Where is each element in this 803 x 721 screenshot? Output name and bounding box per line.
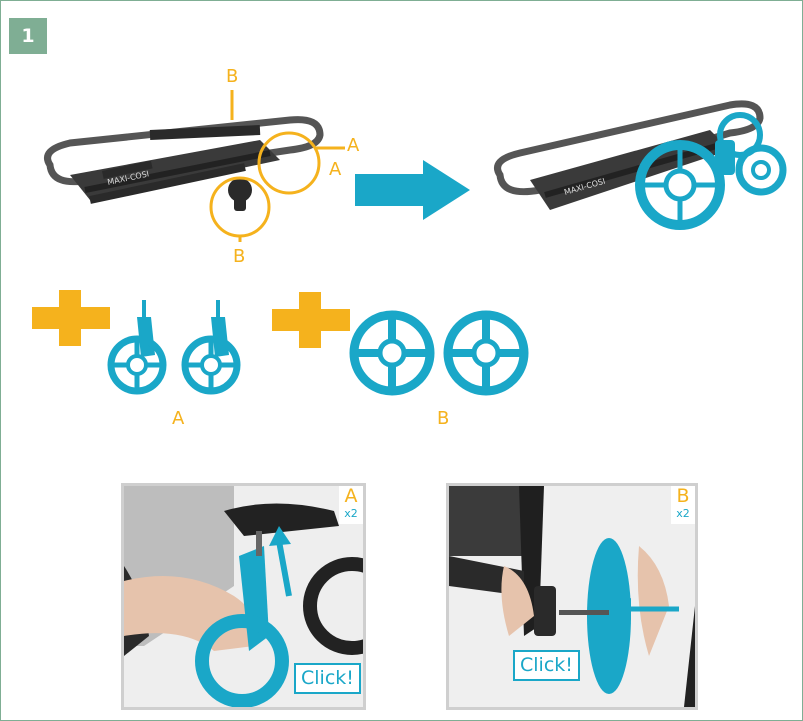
part-quantity: x2 [671, 507, 695, 520]
part-letter: B [671, 486, 695, 507]
rear-wheels-b-illustration [347, 310, 537, 396]
plus-icon [272, 292, 350, 348]
right-arrow-icon [355, 160, 470, 220]
photo-front-wheel-attach: A x2 Click! [121, 483, 366, 710]
part-quantity: x2 [339, 507, 363, 520]
plus-icon [32, 290, 110, 346]
quantity-tag: A x2 [339, 486, 363, 524]
click-callout: Click! [513, 650, 580, 681]
click-callout: Click! [294, 663, 361, 694]
label-group-a: A [172, 410, 184, 428]
label-a-upper: A [347, 137, 359, 155]
quantity-tag: B x2 [671, 486, 695, 524]
part-letter: A [339, 486, 363, 507]
label-group-b: B [437, 410, 449, 428]
front-wheels-a-illustration [105, 295, 250, 395]
step-number-badge: 1 [9, 18, 47, 54]
label-b-top: B [226, 68, 238, 86]
label-b-bottom: B [233, 248, 245, 266]
photo-rear-wheel-attach: B x2 Click! [446, 483, 698, 710]
label-a-lower: A [329, 161, 341, 179]
stroller-with-wheels-illustration: MAXI-COSI [490, 85, 795, 235]
